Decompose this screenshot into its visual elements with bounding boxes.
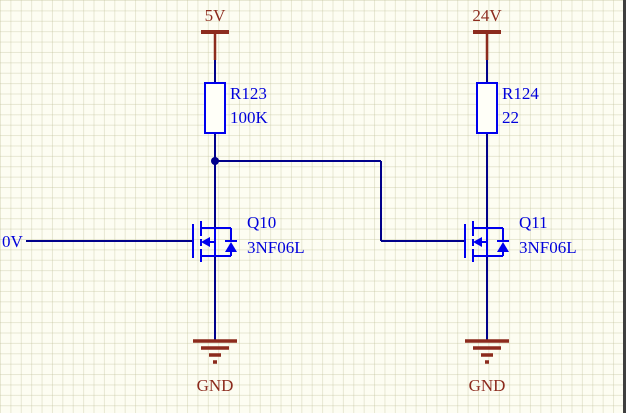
wires [26, 60, 488, 341]
sheet-edge [623, 0, 626, 413]
q10-designator: Q10 [247, 213, 276, 232]
q11-value: 3NF06L [519, 238, 577, 257]
power-label-5v: 5V [205, 6, 227, 25]
power-label-24v: 24V [472, 6, 502, 25]
r123-value: 100K [230, 108, 269, 127]
resistor-body-icon [204, 82, 226, 134]
net-label-0v[interactable]: 0V [2, 232, 24, 251]
r124-designator: R124 [502, 84, 539, 103]
q10-value: 3NF06L [247, 238, 305, 257]
r124-value: 22 [502, 108, 519, 127]
gnd-label-right: GND [469, 376, 506, 395]
body-diode-arrow-icon [497, 242, 509, 252]
substrate-arrow-icon [473, 237, 482, 247]
resistor-r123[interactable]: R123 100K [204, 82, 269, 134]
ground-port-right[interactable]: GND [465, 339, 509, 395]
mosfet-q10[interactable]: Q10 3NF06L [192, 213, 305, 262]
gnd-label-left: GND [197, 376, 234, 395]
substrate-arrow-icon [201, 237, 210, 247]
resistor-r124[interactable]: R124 22 [476, 82, 539, 134]
power-port-24v[interactable]: 24V [472, 6, 502, 60]
r123-designator: R123 [230, 84, 267, 103]
resistor-body-icon [476, 82, 498, 134]
junction-dot[interactable] [211, 157, 219, 165]
q11-designator: Q11 [519, 213, 548, 232]
mosfet-q11[interactable]: Q11 3NF06L [464, 213, 577, 262]
power-port-5v[interactable]: 5V [201, 6, 229, 60]
ground-port-left[interactable]: GND [193, 339, 237, 395]
body-diode-arrow-icon [225, 242, 237, 252]
